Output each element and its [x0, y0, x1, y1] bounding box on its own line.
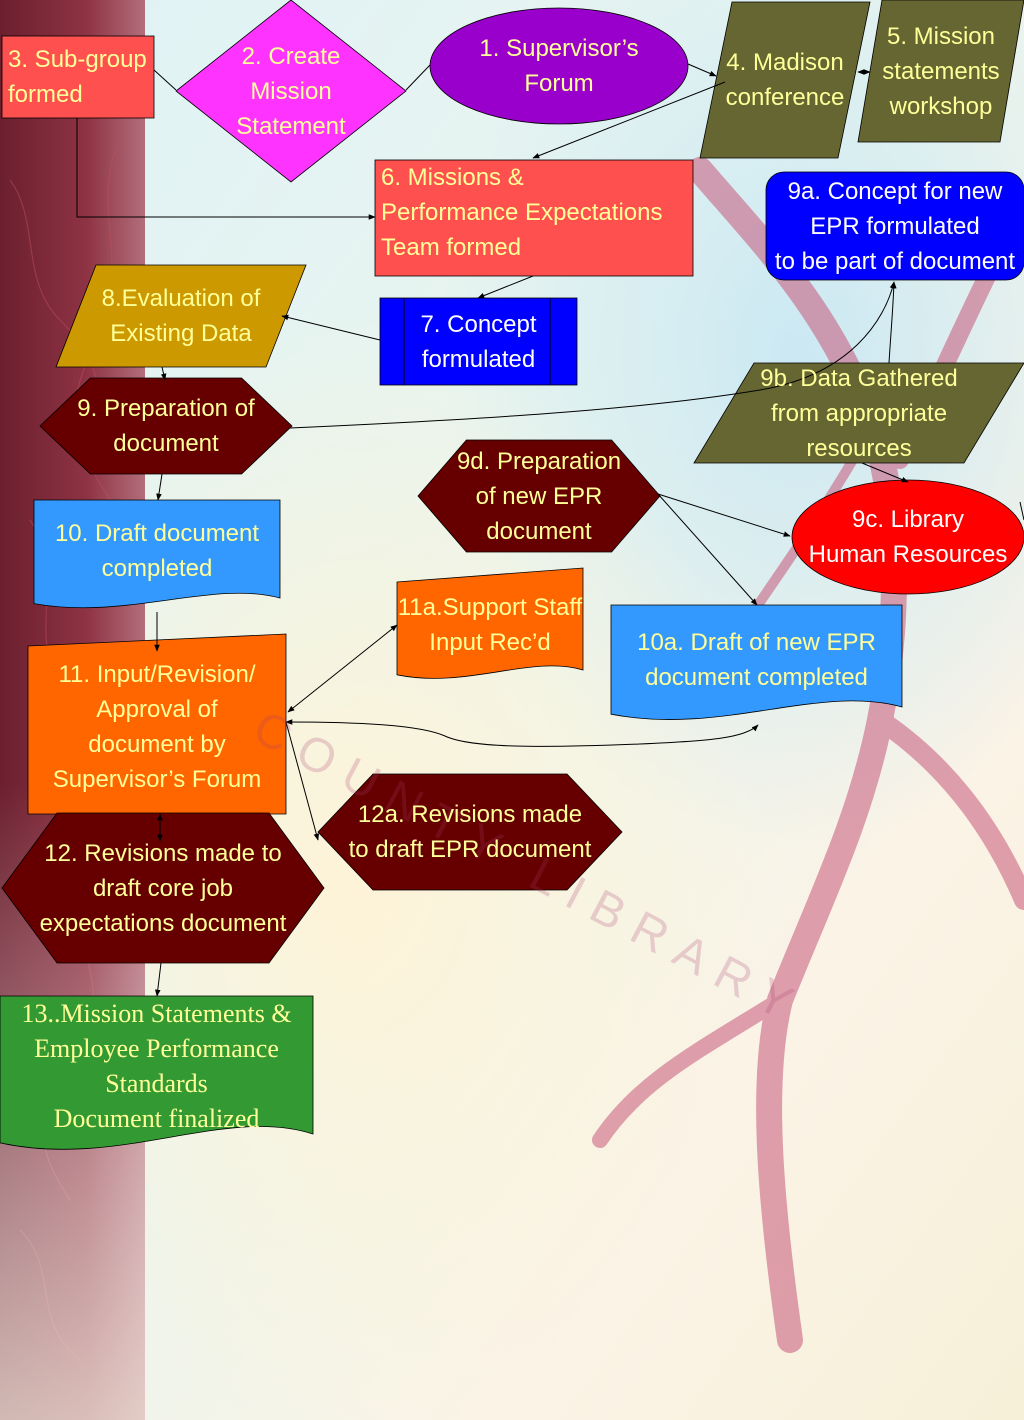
connector-12 — [861, 462, 909, 483]
node-n11-shape — [27, 633, 287, 815]
node-n9a-shape — [765, 171, 1024, 281]
connector-8 — [281, 314, 381, 341]
connector-5 — [532, 81, 726, 159]
node-n4-shape — [699, 1, 871, 159]
node-n9c-shape — [791, 479, 1024, 595]
connector-11 — [888, 281, 897, 364]
node-n10-shape — [33, 499, 281, 609]
connector-3 — [153, 69, 177, 91]
connector-18 — [285, 719, 759, 747]
connector-2 — [405, 64, 431, 91]
connector-21 — [154, 962, 162, 997]
node-n9d-shape — [417, 439, 661, 553]
node-n1-shape — [429, 7, 689, 125]
node-n12-shape — [1, 812, 325, 964]
node-n13-shape — [0, 995, 314, 1150]
node-n6-shape — [374, 159, 694, 277]
node-n12a-shape — [317, 773, 623, 891]
connector-1 — [687, 63, 717, 77]
node-n7-shape — [379, 297, 578, 386]
node-n11a-shape — [396, 567, 584, 679]
connector-14 — [657, 493, 758, 606]
connector-17 — [287, 624, 398, 713]
node-n10a-shape — [610, 604, 903, 720]
connector-19 — [285, 721, 320, 841]
connector-10 — [289, 281, 896, 429]
node-n2-shape — [175, 0, 407, 183]
connector-15 — [156, 473, 163, 501]
node-n9-shape — [39, 377, 293, 475]
connector-13 — [657, 493, 791, 537]
node-n3-shape — [1, 35, 155, 119]
connector-6 — [76, 118, 376, 220]
connector-9 — [160, 366, 167, 381]
connector-7 — [477, 275, 534, 299]
connector-22 — [1019, 501, 1024, 521]
node-n9b-shape — [693, 362, 1024, 464]
node-n5-shape — [857, 0, 1024, 143]
node-n8-shape — [55, 264, 307, 368]
